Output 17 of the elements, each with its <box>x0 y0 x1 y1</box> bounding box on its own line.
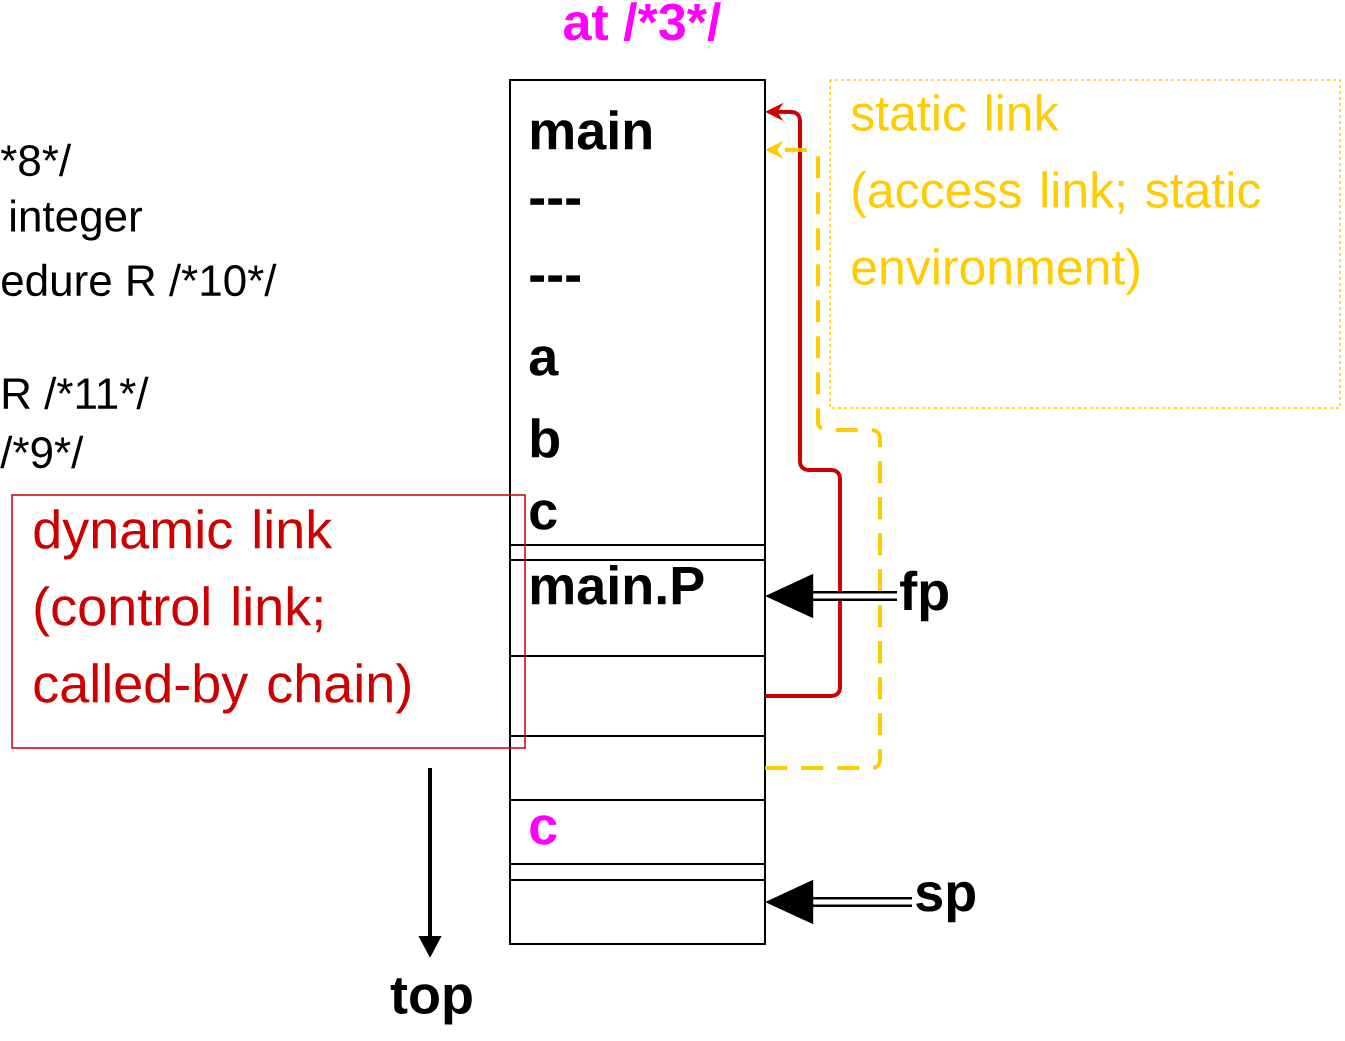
callout-box: static link (access link; static environment) <box>829 79 1341 409</box>
pointer-label: sp <box>916 881 975 923</box>
code-line: integer <box>11 199 142 241</box>
code-line: *8*/ <box>0 143 72 177</box>
callout-box: dynamic link (control link; called-by chain) <box>11 494 526 749</box>
pointer-label: fp <box>900 570 948 622</box>
heading: at /*3*/ <box>564 2 721 41</box>
code-line: edure R /*10*/ <box>2 263 277 297</box>
stack-cell <box>509 879 766 945</box>
code-line: R /*11*/ <box>3 376 149 410</box>
stack-cell <box>509 544 766 561</box>
stack-cell <box>509 863 766 881</box>
stack-cell: c <box>509 799 766 865</box>
stack-top-label: top <box>390 978 472 1025</box>
stack-cell <box>509 655 766 737</box>
stack-cell: main.P <box>509 559 766 657</box>
stack-cell <box>509 735 766 801</box>
